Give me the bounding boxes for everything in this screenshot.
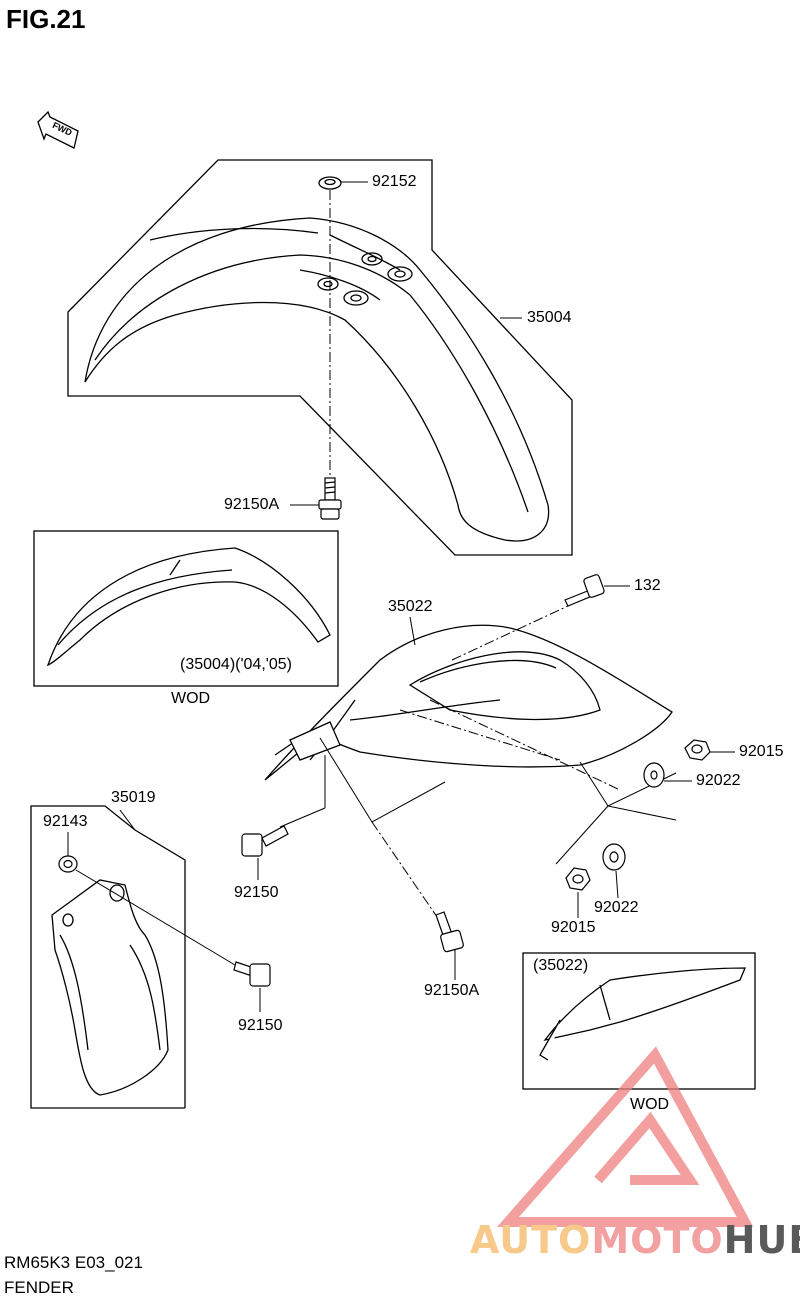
nut-92015-low	[565, 867, 591, 891]
nut-92015-right	[684, 739, 711, 761]
bolt-92150A-low	[435, 911, 464, 953]
mud-flap-group-outline	[30, 805, 186, 1109]
wod-label-2: WOD	[630, 1096, 670, 1113]
watermark-logo	[496, 1046, 754, 1227]
alt-rear-fender-box	[522, 952, 756, 1090]
washer-92022-low	[602, 843, 626, 871]
leader-92022-low	[615, 870, 619, 899]
part-label-92022-low: 92022	[594, 899, 639, 916]
figure-title: FIG.21	[6, 4, 86, 34]
part-label-92143: 92143	[43, 813, 88, 830]
watermark-brand-part3: HUB	[723, 1218, 800, 1262]
part-label-35019: 35019	[111, 789, 156, 806]
alt-fender-box	[33, 530, 339, 687]
alt-fender-35004	[46, 547, 331, 667]
part-label-132: 132	[634, 577, 661, 594]
rear-fender-guides	[279, 604, 677, 931]
part-label-35004: 35004	[527, 309, 572, 326]
grommet-92143	[58, 855, 78, 873]
bolt-92150-low	[233, 961, 271, 987]
front-fender-group-outline	[67, 159, 573, 556]
bolt-92150A-top	[318, 477, 342, 520]
part-label-92015-right: 92015	[739, 743, 784, 760]
watermark-brand-part2: MOTO	[591, 1218, 724, 1262]
part-label-92022-right: 92022	[696, 772, 741, 789]
washer-92022-right	[643, 762, 665, 788]
figure-name: FENDER	[4, 1278, 74, 1297]
part-label-35022-alt: (35022)	[533, 957, 589, 974]
leader-35022	[409, 616, 416, 646]
figure-code: RM65K3 E03_021	[4, 1253, 143, 1272]
part-label-92015-low: 92015	[551, 919, 596, 936]
watermark-brand: AUTOMOTOHUB	[470, 1218, 800, 1262]
front-fender-35004	[84, 217, 550, 542]
axis-mud-flap	[75, 869, 241, 969]
alt-rear-fender-35022	[539, 967, 746, 1061]
part-label-92150-mid: 92150	[234, 884, 279, 901]
part-label-92150A-top: 92150A	[224, 496, 280, 513]
part-label-92150A-low: 92150A	[424, 982, 480, 999]
washer-92152	[318, 176, 342, 190]
bolt-132	[564, 574, 605, 607]
part-label-92150-low: 92150	[238, 1017, 283, 1034]
leader-35019	[119, 809, 136, 831]
bolt-92150-mid	[241, 825, 289, 857]
wod-label-1: WOD	[171, 690, 211, 707]
fwd-arrow-icon	[37, 110, 79, 149]
part-label-35004-alt: (35004)('04,'05)	[180, 656, 292, 673]
rear-fender-35022	[264, 624, 673, 781]
watermark-brand-part1: AUTO	[470, 1218, 592, 1262]
mud-flap-35019	[51, 879, 169, 1096]
part-label-92152: 92152	[372, 173, 417, 190]
part-label-35022: 35022	[388, 598, 433, 615]
